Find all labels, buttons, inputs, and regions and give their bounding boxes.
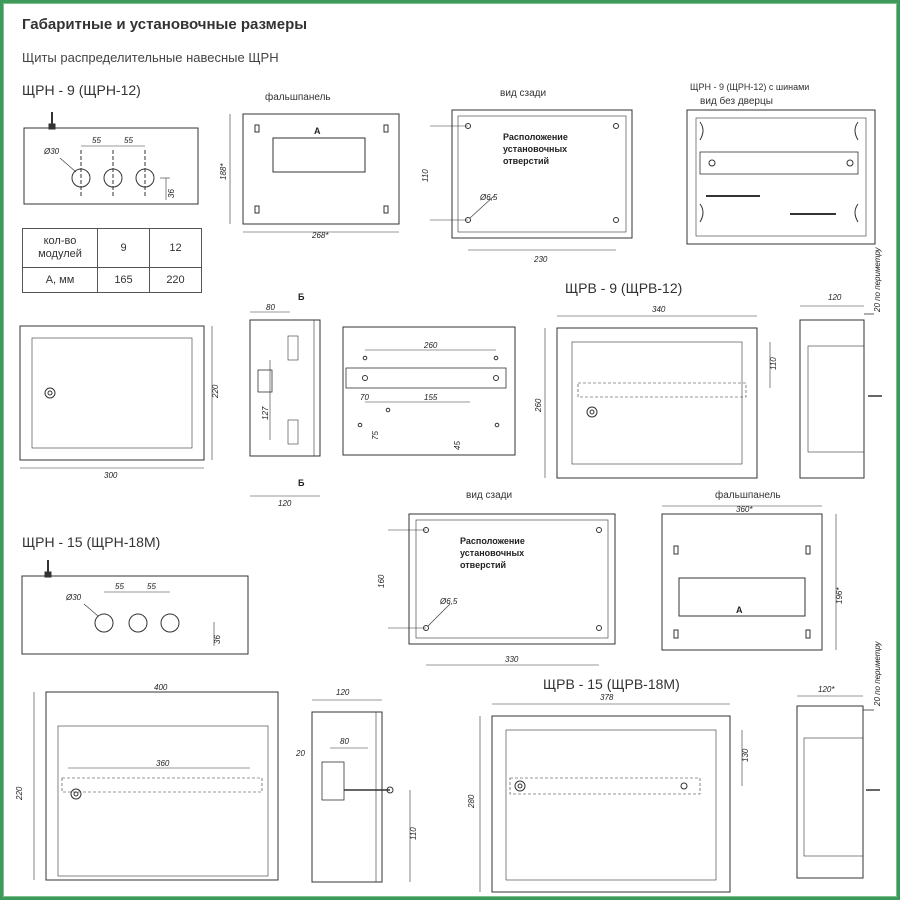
dim-220-2: 220 [15, 786, 24, 801]
shrn15-top-view [21, 560, 249, 655]
perimeter-note-2: 20 по периметру [873, 640, 882, 707]
dim-d6-5-1: Ø6,5 [479, 193, 498, 202]
dim-230: 230 [533, 255, 548, 264]
dim-75: 75 [371, 431, 380, 440]
table-cell-12: 220 [149, 267, 202, 293]
model-title-shrv15: ЩРВ - 15 (ЩРВ-18М) [543, 676, 680, 692]
dim-45: 45 [453, 441, 462, 450]
dim-d30-1: Ø30 [43, 147, 60, 156]
shrv15-side-view [796, 695, 880, 879]
dim-260-1: 260 [423, 341, 438, 350]
dim-36-2: 36 [213, 635, 222, 644]
dim-360-b: 360 [156, 759, 170, 768]
holes-note-3: отверстий [503, 156, 549, 166]
dim-36-1: 36 [167, 189, 176, 198]
rear-view-shrn15 [388, 513, 616, 666]
dim-70: 70 [360, 393, 369, 402]
dim-120-1: 120 [278, 499, 292, 508]
dim-55-3: 55 [115, 582, 124, 591]
view-label-bus-2: вид без дверцы [700, 96, 773, 107]
dim-130: 130 [741, 748, 750, 762]
dim-160: 160 [377, 574, 386, 588]
table-row: А, мм 165 220 [22, 267, 202, 293]
shrv9-side-view [799, 305, 882, 479]
dim-188: 188* [219, 163, 228, 180]
shrn15-front-view [33, 691, 279, 881]
dim-a-2: А [736, 605, 743, 615]
dim-120-4: 120* [818, 685, 835, 694]
dim-360: 360* [736, 505, 753, 514]
table-header-label: кол-во модулей [22, 228, 98, 268]
dim-400: 400 [154, 683, 168, 692]
page-title: Габаритные и установочные размеры [22, 16, 308, 33]
shrv15-front-view [479, 703, 743, 893]
dim-196: 196* [835, 587, 844, 604]
perimeter-note-1: 20 по периметру [873, 246, 882, 313]
dim-340: 340 [652, 305, 666, 314]
dim-80-1: 80 [266, 303, 275, 312]
din-rail-plate [342, 326, 516, 456]
model-title-shrv9: ЩРВ - 9 (ЩРВ-12) [565, 280, 683, 296]
view-label-bus-1: ЩРН - 9 (ЩРН-12) с шинами [690, 82, 810, 92]
dim-110-2: 110 [769, 357, 778, 370]
dim-120-3: 120 [336, 688, 350, 697]
dim-300: 300 [104, 471, 118, 480]
shrn15-side-section [311, 699, 411, 883]
dim-280: 280 [467, 794, 476, 809]
dim-127: 127 [261, 406, 270, 420]
holes-note-5: установочных [460, 548, 524, 558]
holes-note-1: Расположение [503, 132, 568, 142]
rear-view-shrn9 [430, 109, 633, 251]
modules-table: кол-во модулей 9 12 А, мм 165 220 [22, 228, 202, 293]
model-title-shrn9: ЩРН - 9 (ЩРН-12) [22, 82, 141, 98]
dim-55-2: 55 [124, 136, 133, 145]
false-panel-view-2 [661, 505, 837, 651]
dim-155: 155 [424, 393, 438, 402]
view-label-rear: вид сзади [500, 88, 547, 99]
dim-55-1: 55 [92, 136, 101, 145]
table-row-label: А, мм [22, 267, 98, 293]
dim-110-1: 110 [421, 169, 430, 182]
dim-a-1: А [314, 126, 321, 136]
shrn9-side-section [249, 311, 321, 497]
shrn9-top-view [23, 112, 199, 205]
page-subtitle: Щиты распределительные навесные ЩРН [22, 50, 279, 65]
false-panel-view [229, 113, 400, 233]
dim-d30-2: Ø30 [65, 593, 82, 602]
shrv9-front-view [544, 315, 771, 479]
holes-note-4: Расположение [460, 536, 525, 546]
table-header-12: 12 [149, 228, 202, 268]
dim-260-2: 260 [534, 398, 543, 413]
shrn9-front-view [19, 325, 213, 469]
section-b-top: Б [298, 292, 305, 302]
dim-220-1: 220 [211, 384, 220, 399]
bus-view [686, 109, 876, 245]
dim-20: 20 [295, 749, 305, 758]
holes-note-6: отверстий [460, 560, 506, 570]
border-frame-inner [3, 3, 897, 897]
view-label-false-panel: фальшпанель [265, 92, 331, 103]
view-label-rear-2: вид сзади [466, 490, 513, 501]
model-title-shrn15: ЩРН - 15 (ЩРН-18М) [22, 534, 161, 550]
dim-378: 378 [600, 693, 614, 702]
dim-55-4: 55 [147, 582, 156, 591]
view-label-false-panel-2: фальшпанель [715, 490, 781, 501]
dim-120-2: 120 [828, 293, 842, 302]
dim-268: 268* [311, 231, 329, 240]
section-b-bottom: Б [298, 478, 305, 488]
table-row: кол-во модулей 9 12 [22, 228, 202, 268]
dim-80-2: 80 [340, 737, 349, 746]
holes-note-2: установочных [503, 144, 567, 154]
dim-110-3: 110 [409, 827, 418, 840]
dim-330: 330 [505, 655, 519, 664]
table-cell-9: 165 [97, 267, 150, 293]
dim-d6-5-2: Ø6,5 [439, 597, 458, 606]
